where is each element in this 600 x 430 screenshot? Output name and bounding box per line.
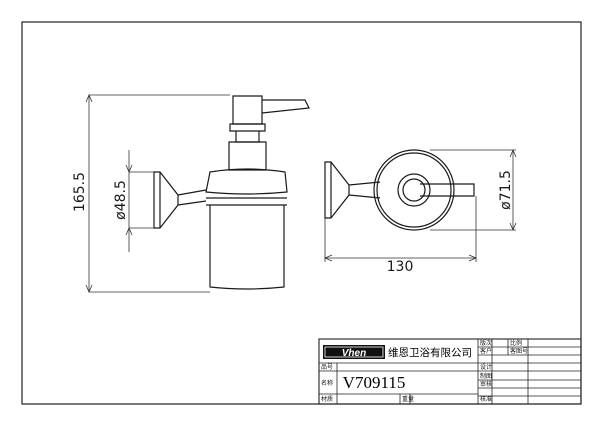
label-scale: 比例 xyxy=(510,339,522,347)
pump-neck xyxy=(235,131,260,143)
label-version: 版次 xyxy=(480,339,492,347)
rosette-inner xyxy=(376,152,452,228)
glass-bottle xyxy=(209,205,285,290)
pump-head xyxy=(232,95,263,125)
bracket-dia-label: ø48.5 xyxy=(113,180,129,220)
logo-text: Vhen xyxy=(342,348,366,359)
label-material: 材质 xyxy=(321,395,333,403)
rosette-dia-label: ø71.5 xyxy=(498,170,514,210)
drawing-border xyxy=(21,21,582,405)
front-dimensions xyxy=(85,93,230,294)
rosette-outer xyxy=(373,149,455,231)
label-customer-no: 客图号 xyxy=(510,347,528,355)
holder-arm xyxy=(177,189,207,206)
pump-cap-top xyxy=(397,173,431,207)
height-dimension-label: 165.5 xyxy=(72,172,88,212)
vhen-logo: Vhen xyxy=(323,345,385,359)
logo-box xyxy=(323,345,385,359)
nozzle-top xyxy=(420,183,475,197)
wall-bracket xyxy=(153,171,179,229)
label-weight: 重量 xyxy=(402,395,414,403)
title-block xyxy=(318,338,582,405)
side-wall-bracket xyxy=(324,161,350,219)
side-arm xyxy=(348,181,381,199)
label-name: 名称 xyxy=(321,379,333,387)
label-check: 审核 xyxy=(480,380,492,388)
pump-nozzle xyxy=(261,99,310,114)
pump-cap xyxy=(228,141,267,171)
model-number: V709115 xyxy=(343,373,406,392)
width-dimension-label: 130 xyxy=(387,259,414,275)
label-customer: 客户 xyxy=(480,347,492,355)
pump-collar xyxy=(229,123,266,132)
front-view xyxy=(153,95,310,290)
label-item-no: 品号 xyxy=(321,364,333,371)
side-dimensions xyxy=(323,148,517,262)
side-view xyxy=(324,149,475,231)
label-drafting: 制图 xyxy=(480,372,492,380)
label-approve: 核准 xyxy=(480,395,492,403)
label-design: 设计 xyxy=(480,363,492,371)
holder-ring xyxy=(205,168,288,195)
pump-head-top xyxy=(402,178,426,202)
company-name: 维恩卫浴有限公司 xyxy=(388,346,472,359)
